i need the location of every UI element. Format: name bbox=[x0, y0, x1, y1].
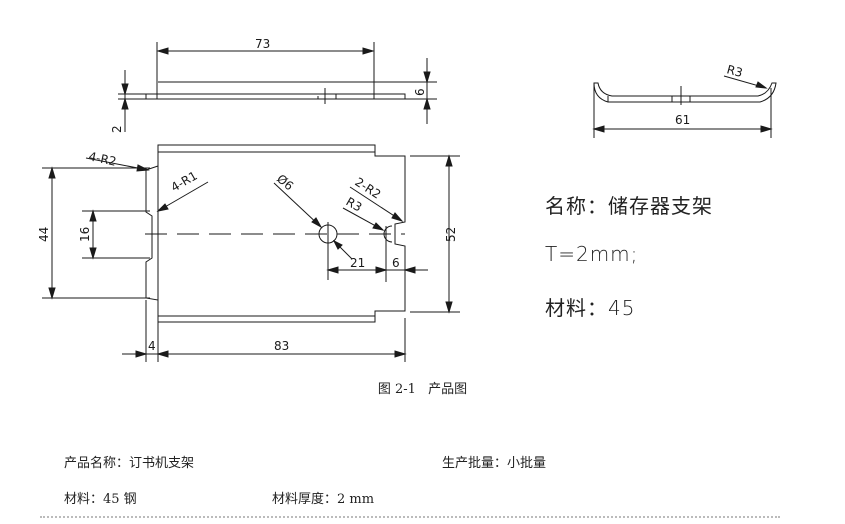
label-r3: R3 bbox=[344, 194, 365, 214]
dim-44: 44 bbox=[37, 227, 51, 242]
technical-drawing: 73 2 6 4-R2 4-R1 Ø6 2-R2 R3 44 16 52 21 … bbox=[37, 37, 777, 362]
material-thickness: 材料厚度：2 mm bbox=[272, 492, 375, 507]
dim-6-top: 6 bbox=[413, 88, 427, 96]
label-4-r1: 4-R1 bbox=[169, 169, 200, 195]
dim-83: 83 bbox=[274, 339, 289, 353]
label-side-r3: R3 bbox=[725, 62, 744, 80]
figure-caption: 图 2-1 产品图 bbox=[0, 378, 845, 397]
spec-name: 名称：储存器支架 bbox=[545, 194, 713, 218]
material-info: 材料：45 钢 bbox=[64, 492, 137, 507]
plan-view bbox=[42, 144, 460, 362]
dim-21: 21 bbox=[350, 256, 365, 270]
figure-title: 产品图 bbox=[428, 382, 468, 397]
figure-number: 图 2-1 bbox=[377, 382, 416, 397]
spec-material: 材料：45 bbox=[545, 296, 636, 320]
dim-52: 52 bbox=[444, 227, 458, 242]
production-batch: 生产批量：小批量 bbox=[442, 456, 547, 471]
dim-4: 4 bbox=[148, 339, 156, 353]
product-name: 产品名称：订书机支架 bbox=[64, 456, 195, 471]
dim-2: 2 bbox=[110, 125, 124, 133]
dim-73: 73 bbox=[255, 37, 270, 51]
spec-thickness: T=2mm; bbox=[545, 242, 639, 266]
dim-16: 16 bbox=[78, 227, 92, 242]
side-view bbox=[592, 75, 777, 138]
cut-off-text-line bbox=[40, 516, 780, 524]
dim-61: 61 bbox=[675, 113, 690, 127]
label-dia-6: Ø6 bbox=[274, 172, 296, 194]
top-view bbox=[118, 42, 437, 132]
dim-6-plan: 6 bbox=[392, 256, 400, 270]
label-4-r2: 4-R2 bbox=[87, 149, 117, 169]
